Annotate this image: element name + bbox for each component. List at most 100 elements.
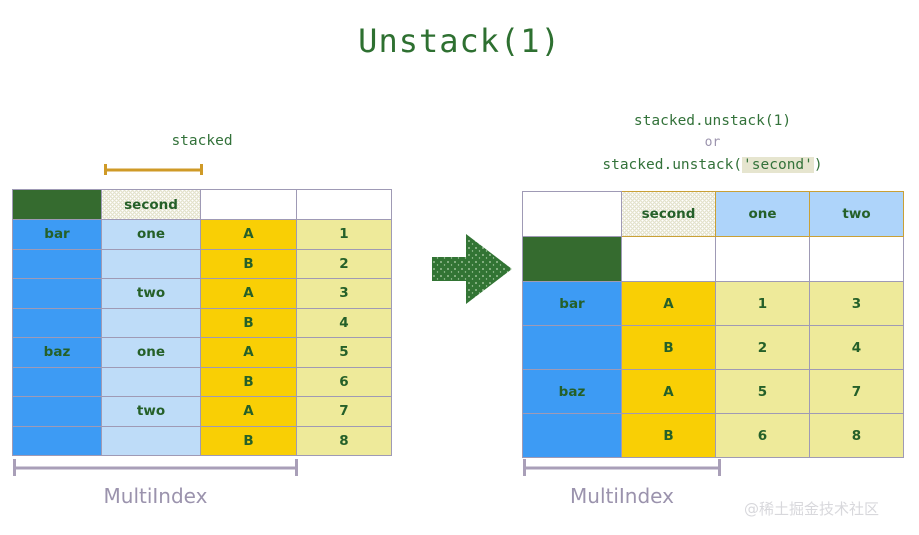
- value-cell: 2: [296, 248, 392, 279]
- right-table-caption: stacked.unstack(1) or stacked.unstack('s…: [520, 110, 905, 176]
- index-first-cell: baz: [12, 337, 102, 368]
- table-green-row: [522, 236, 904, 282]
- table-header-row: second one two: [522, 191, 904, 237]
- quote-open: ': [743, 157, 752, 173]
- highlight-text: second: [751, 157, 805, 173]
- right-arrow-icon: [432, 232, 512, 306]
- value-cell: 1: [296, 219, 392, 250]
- index-first-cell: [522, 325, 622, 370]
- index-first-cell: bar: [12, 219, 102, 250]
- index-second-cell: two: [101, 278, 201, 309]
- page-title: Unstack(1): [358, 22, 561, 60]
- green-row-blank-2: [715, 236, 810, 282]
- value-cell: 1: [715, 281, 810, 326]
- header-cell-second: second: [101, 189, 201, 220]
- index-first-cell: bar: [522, 281, 622, 326]
- quote-close: ': [804, 157, 813, 173]
- value-cell: 6: [715, 413, 810, 458]
- index-second-cell: one: [101, 219, 201, 250]
- value-cell: 8: [809, 413, 904, 458]
- index-third-cell: A: [200, 278, 297, 309]
- table-row: baz one A 5: [12, 337, 392, 368]
- index-third-cell: B: [200, 307, 297, 338]
- watermark: @稀土掘金技术社区: [744, 500, 880, 518]
- value-cell: 5: [296, 337, 392, 368]
- table-row: bar A 1 3: [522, 281, 904, 326]
- corner-cell-green: [522, 236, 622, 282]
- caption-line-3-highlight: 'second': [742, 157, 814, 173]
- index-third-cell: B: [200, 248, 297, 279]
- bracket-tick-right: [200, 164, 203, 175]
- index-third-cell: A: [200, 337, 297, 368]
- stacked-dataframe-table: second bar one A 1 B 2 two A 3: [12, 189, 392, 456]
- index-first-cell: [12, 425, 102, 456]
- header-cell-second: second: [621, 191, 716, 237]
- left-table-caption: stacked: [171, 133, 233, 149]
- index-first-cell: [12, 307, 102, 338]
- caption-line-1: stacked.unstack(1): [633, 113, 792, 129]
- corner-cell-blank: [522, 191, 622, 237]
- bracket-tick-left: [104, 164, 107, 175]
- bracket-tick-right: [295, 459, 298, 476]
- index-third-cell: A: [200, 396, 297, 427]
- index-third-cell: B: [200, 366, 297, 397]
- index-first-cell: [522, 413, 622, 458]
- table-row: B 4: [12, 307, 392, 338]
- header-cell-one: one: [715, 191, 810, 237]
- index-second-cell: A: [621, 369, 716, 414]
- table-header-row: second: [12, 189, 392, 220]
- value-cell: 7: [809, 369, 904, 414]
- index-second-cell: B: [621, 325, 716, 370]
- table-row: B 6: [12, 366, 392, 397]
- corner-cell: [12, 189, 102, 220]
- table-row: B 6 8: [522, 413, 904, 458]
- value-cell: 8: [296, 425, 392, 456]
- value-cell: 7: [296, 396, 392, 427]
- bracket-bar: [523, 466, 721, 469]
- caption-line-3: stacked.unstack('second'): [520, 154, 905, 176]
- green-row-blank-1: [621, 236, 716, 282]
- value-cell: 6: [296, 366, 392, 397]
- bracket-bar: [104, 168, 203, 171]
- bracket-tick-right: [718, 459, 721, 476]
- value-cell: 2: [715, 325, 810, 370]
- header-cell-blank-1: [200, 189, 297, 220]
- caption-or: or: [704, 135, 721, 150]
- table-row: two A 7: [12, 396, 392, 427]
- index-second-cell: [101, 248, 201, 279]
- header-cell-two: two: [809, 191, 904, 237]
- caption-line-3-pre: stacked.unstack(: [602, 157, 743, 173]
- value-cell: 5: [715, 369, 810, 414]
- index-second-cell: [101, 307, 201, 338]
- index-first-cell: [12, 278, 102, 309]
- bracket-bar: [13, 466, 298, 469]
- index-second-cell: B: [621, 413, 716, 458]
- index-second-cell: two: [101, 396, 201, 427]
- multiindex-label-left: MultiIndex: [103, 484, 208, 508]
- green-row-blank-3: [809, 236, 904, 282]
- header-cell-blank-2: [296, 189, 392, 220]
- index-first-cell: [12, 366, 102, 397]
- second-column-bracket: [104, 164, 203, 175]
- table-row: bar one A 1: [12, 219, 392, 250]
- index-second-cell: one: [101, 337, 201, 368]
- value-cell: 3: [809, 281, 904, 326]
- index-first-cell: [12, 248, 102, 279]
- caption-line-3-post: ): [813, 157, 823, 173]
- value-cell: 4: [296, 307, 392, 338]
- value-cell: 3: [296, 278, 392, 309]
- index-second-cell: [101, 366, 201, 397]
- bracket-tick-left: [523, 459, 526, 476]
- table-row: two A 3: [12, 278, 392, 309]
- index-third-cell: B: [200, 425, 297, 456]
- value-cell: 4: [809, 325, 904, 370]
- table-row: B 2: [12, 248, 392, 279]
- index-first-cell: baz: [522, 369, 622, 414]
- multiindex-bracket-left: [13, 459, 298, 476]
- index-third-cell: A: [200, 219, 297, 250]
- unstacked-dataframe-table: second one two bar A 1 3 B 2 4: [522, 191, 904, 458]
- table-row: baz A 5 7: [522, 369, 904, 414]
- multiindex-bracket-right: [523, 459, 721, 476]
- table-row: B 8: [12, 425, 392, 456]
